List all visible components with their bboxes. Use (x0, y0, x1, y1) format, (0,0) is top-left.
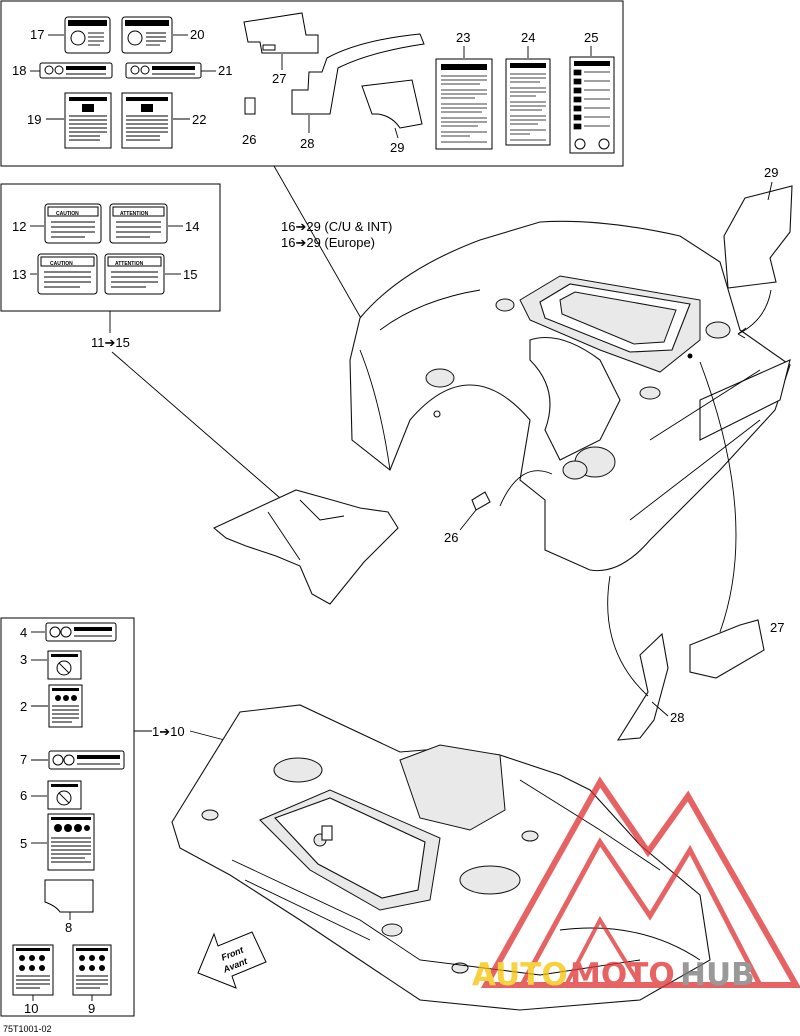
decal-14[interactable]: ATTENTION (109, 203, 168, 244)
film-piece-27[interactable] (243, 12, 319, 54)
decal-21[interactable] (125, 62, 202, 79)
film-27-installed[interactable] (689, 619, 765, 679)
side-cover-panel[interactable] (212, 489, 399, 605)
decal-18[interactable] (39, 62, 113, 79)
decal-6[interactable] (47, 780, 82, 810)
svg-text:ATTENTION: ATTENTION (120, 211, 149, 217)
callout-22: 22 (192, 112, 206, 127)
callout-27a: 27 (272, 71, 286, 86)
film-strip-28[interactable] (291, 33, 425, 115)
decal-kit-box-1-10 (0, 617, 135, 1017)
svg-text:CAUTION: CAUTION (50, 261, 73, 267)
callout-17: 17 (30, 27, 44, 42)
film-29-installed[interactable] (723, 185, 793, 289)
callout-28b: 28 (670, 710, 684, 725)
front-direction-arrow: Front Avant (197, 931, 267, 989)
callout-2: 2 (20, 699, 27, 714)
callout-5: 5 (20, 836, 27, 851)
callout-23: 23 (456, 30, 470, 45)
watermark-auto: AUTO (472, 957, 568, 993)
callout-8: 8 (65, 920, 72, 935)
watermark-hub: HUB (680, 957, 755, 993)
callout-10: 10 (24, 1001, 38, 1016)
callout-28a: 28 (300, 136, 314, 151)
rear-fender[interactable] (349, 220, 791, 572)
decal-23[interactable] (435, 58, 493, 150)
callout-27b: 27 (770, 620, 784, 635)
group-label-1-10: 1➔10 (152, 724, 185, 739)
decal-24[interactable] (505, 58, 551, 146)
decal-20[interactable] (121, 16, 173, 54)
callout-24: 24 (521, 30, 535, 45)
film-piece-29[interactable] (361, 79, 423, 129)
watermark-moto: MOTO (570, 957, 675, 993)
decal-7[interactable] (48, 750, 125, 770)
film-26-installed[interactable] (471, 491, 491, 511)
decal-12[interactable]: CAUTION (44, 203, 102, 244)
figure-code: 75T1001-02 (3, 1024, 52, 1034)
callout-6: 6 (20, 788, 27, 803)
decal-kit-box-top (0, 0, 624, 167)
callout-25: 25 (584, 30, 598, 45)
decal-15[interactable]: ATTENTION (104, 253, 165, 295)
callout-4: 4 (20, 625, 27, 640)
callout-14: 14 (185, 219, 199, 234)
callout-3: 3 (20, 652, 27, 667)
decal-kit-box-11-15 (0, 183, 221, 312)
callout-13: 13 (12, 267, 26, 282)
film-piece-8[interactable] (44, 879, 94, 913)
decal-17[interactable] (64, 16, 111, 54)
callout-7: 7 (20, 752, 27, 767)
callout-19: 19 (27, 112, 41, 127)
decal-10[interactable] (12, 944, 54, 996)
callout-20: 20 (190, 27, 204, 42)
callout-15: 15 (183, 267, 197, 282)
decal-25[interactable] (569, 56, 615, 154)
decal-4[interactable] (45, 622, 117, 642)
callout-29b: 29 (764, 165, 778, 180)
decal-13[interactable]: CAUTION (37, 253, 98, 295)
callout-29a: 29 (390, 140, 404, 155)
callout-12: 12 (12, 219, 26, 234)
group-label-11-15: 11➔15 (91, 335, 130, 350)
decal-22[interactable] (121, 92, 173, 149)
svg-text:ATTENTION: ATTENTION (115, 261, 144, 267)
svg-text:CAUTION: CAUTION (56, 211, 79, 217)
decal-5[interactable] (47, 813, 95, 871)
decal-3[interactable] (47, 650, 82, 680)
callout-18: 18 (12, 63, 26, 78)
callout-9: 9 (88, 1001, 95, 1016)
front-fender[interactable] (171, 704, 711, 1011)
group-label-europe: 16➔29 (Europe) (281, 235, 375, 250)
film-piece-26[interactable] (244, 97, 256, 115)
decal-9[interactable] (72, 944, 112, 996)
callout-26a: 26 (242, 132, 256, 147)
decal-2[interactable] (48, 684, 83, 728)
decal-19[interactable] (64, 92, 112, 149)
film-28-installed[interactable] (616, 632, 669, 741)
group-label-cu-int: 16➔29 (C/U & INT) (281, 219, 392, 234)
callout-21: 21 (218, 63, 232, 78)
automotohub-watermark: AUTO MOTO HUB (472, 776, 800, 993)
callout-26b: 26 (444, 530, 458, 545)
